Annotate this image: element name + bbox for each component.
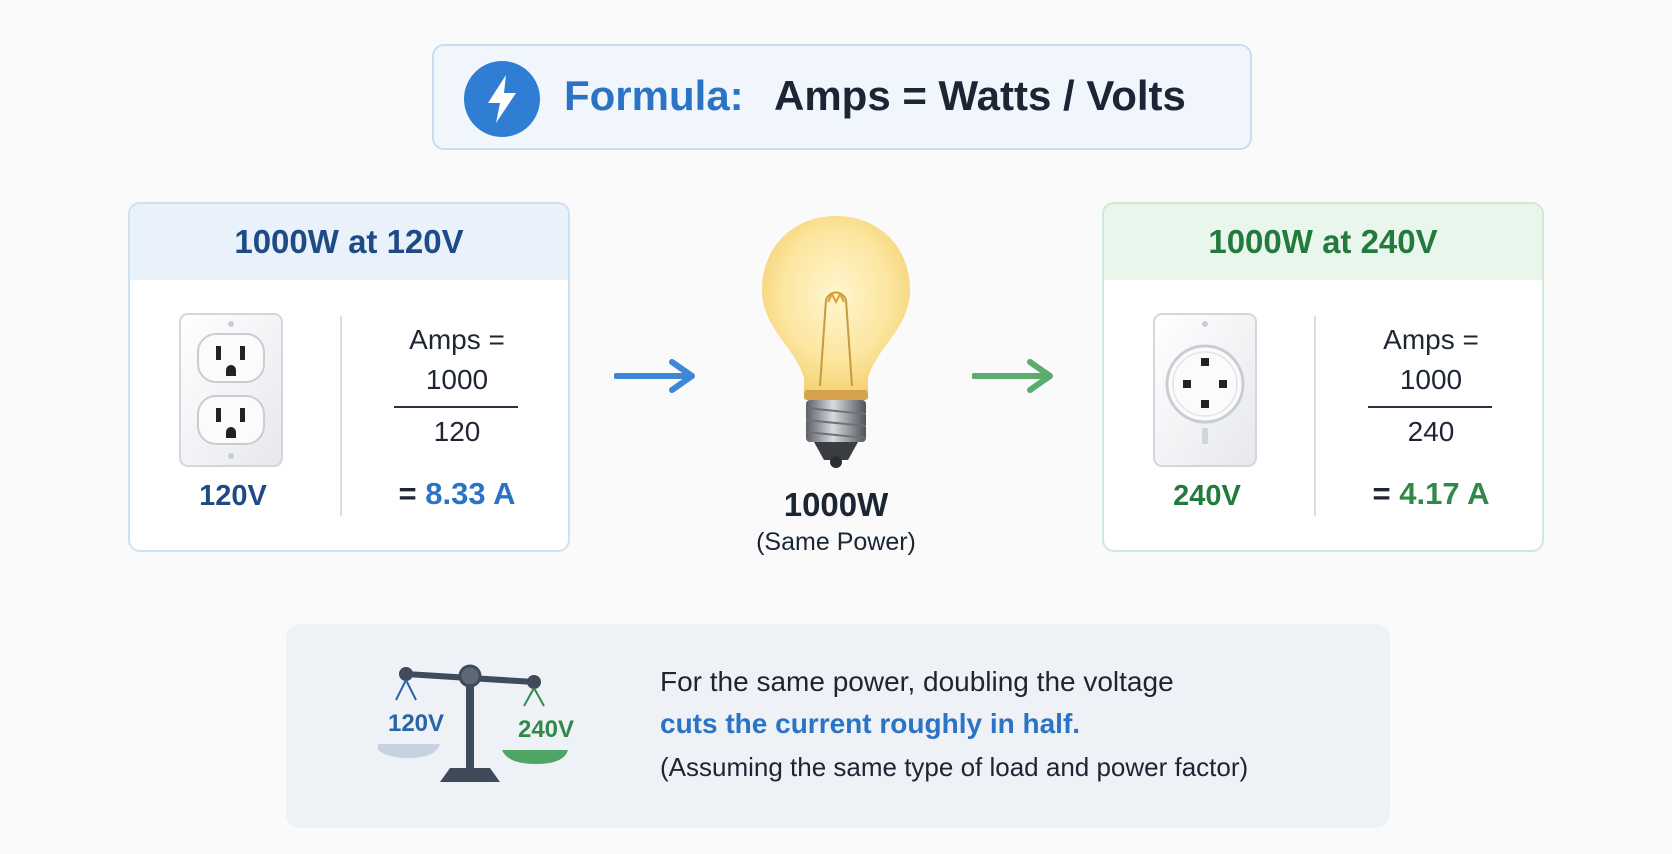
fraction-bar [1368, 406, 1492, 408]
scale-right-label: 240V [517, 716, 575, 743]
arrow-right-icon [972, 359, 1053, 393]
card-240v: 1000W at 240V 240V Amps = 1000 240 = 4.1… [1102, 202, 1544, 552]
summary-panel: 120V 240V For the same power, doubling t… [286, 624, 1390, 828]
calc-result: = 4.17 A [1336, 476, 1526, 512]
divider [340, 316, 342, 516]
card-title: 1000W at 240V [1104, 204, 1542, 280]
arrow-right-icon [614, 359, 695, 393]
balance-scale-icon [378, 664, 568, 782]
result-value: 4.17 A [1399, 476, 1490, 511]
240v-outlet-icon [1153, 313, 1257, 467]
formula-equation: Amps = Watts / Volts [774, 72, 1186, 119]
calc-amps-label: Amps = [409, 324, 505, 355]
calc-denominator: 240 [1407, 416, 1455, 447]
calc-amps-label: Amps = [1383, 324, 1479, 355]
divider [1314, 316, 1316, 516]
fraction-bar [394, 406, 518, 408]
summary-line-1: For the same power, doubling the voltage [660, 666, 1174, 697]
scale-left-label: 120V [387, 710, 445, 737]
calc-numerator: 1000 [1399, 364, 1463, 395]
bulb-note: (Same Power) [756, 528, 916, 556]
bulb-watts: 1000W [783, 486, 889, 523]
calc-numerator: 1000 [425, 364, 489, 395]
summary-note: (Assuming the same type of load and powe… [660, 752, 1249, 782]
formula-banner: Formula: Amps = Watts / Volts [432, 44, 1252, 150]
light-bulb-icon [762, 216, 910, 468]
result-value: 8.33 A [425, 476, 516, 511]
card-title: 1000W at 120V [130, 204, 568, 280]
card-120v: 1000W at 120V 120V Amps = 1000 120 = 8.3… [128, 202, 570, 552]
formula-label: Formula: [564, 72, 744, 119]
calc-denominator: 120 [433, 416, 481, 447]
voltage-label: 240V [1173, 480, 1241, 512]
voltage-label: 120V [199, 480, 267, 512]
result-prefix: = [398, 476, 417, 511]
result-prefix: = [1372, 476, 1391, 511]
calc-result: = 8.33 A [362, 476, 552, 512]
summary-line-2: cuts the current roughly in half. [660, 708, 1081, 739]
lightning-bolt-icon [464, 61, 540, 137]
duplex-outlet-icon [179, 313, 283, 467]
